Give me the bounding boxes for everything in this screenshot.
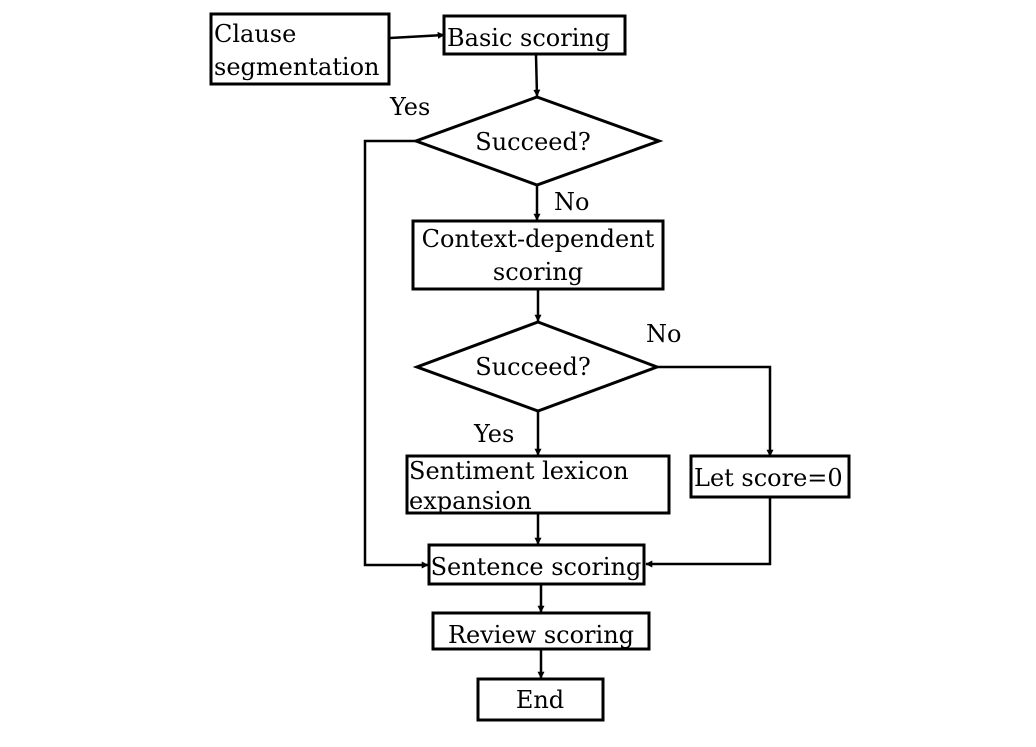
- review-scoring-label: Review scoring: [448, 621, 634, 649]
- edges: [363, 31, 774, 679]
- node-decision-1: Succeed?: [411, 95, 664, 187]
- node-lexicon-expansion: Sentiment lexicon expansion: [405, 454, 671, 515]
- edge-label-d1-yes: Yes: [389, 93, 430, 121]
- node-end: End: [476, 677, 605, 722]
- node-context-dependent: Context-dependent scoring: [411, 219, 665, 291]
- edge-letscore-to-sentence: [645, 498, 772, 568]
- end-label: End: [516, 686, 564, 714]
- edge-label-d1-no: No: [554, 188, 589, 216]
- edge-label-d2-yes: Yes: [473, 420, 514, 448]
- decision-2-label: Succeed?: [475, 353, 590, 381]
- node-review-scoring: Review scoring: [431, 611, 651, 651]
- sentence-scoring-label: Sentence scoring: [431, 553, 642, 581]
- lexicon-expansion-line2: expansion: [409, 487, 532, 515]
- let-score-label: Let score=0: [694, 464, 843, 492]
- edge-basic-to-decision1: [533, 54, 541, 97]
- context-dependent-line1: Context-dependent: [422, 225, 655, 253]
- clause-segmentation-line2: segmentation: [214, 53, 379, 81]
- edge-label-d2-no: No: [646, 320, 681, 348]
- context-dependent-line2: scoring: [493, 258, 583, 286]
- clause-segmentation-line1: Clause: [214, 20, 296, 48]
- node-basic-scoring: Basic scoring: [442, 14, 627, 56]
- decision-1-label: Succeed?: [475, 128, 590, 156]
- edge-clause-to-basic: [389, 31, 445, 40]
- node-clause-segmentation: Clause segmentation: [209, 12, 391, 86]
- basic-scoring-label: Basic scoring: [447, 24, 610, 52]
- node-sentence-scoring: Sentence scoring: [427, 543, 646, 586]
- edge-decision1-yes: [363, 139, 429, 569]
- lexicon-expansion-line1: Sentiment lexicon: [409, 457, 629, 485]
- node-decision-2: Succeed?: [412, 320, 662, 413]
- node-let-score: Let score=0: [689, 454, 851, 499]
- edge-decision2-no: [658, 365, 774, 457]
